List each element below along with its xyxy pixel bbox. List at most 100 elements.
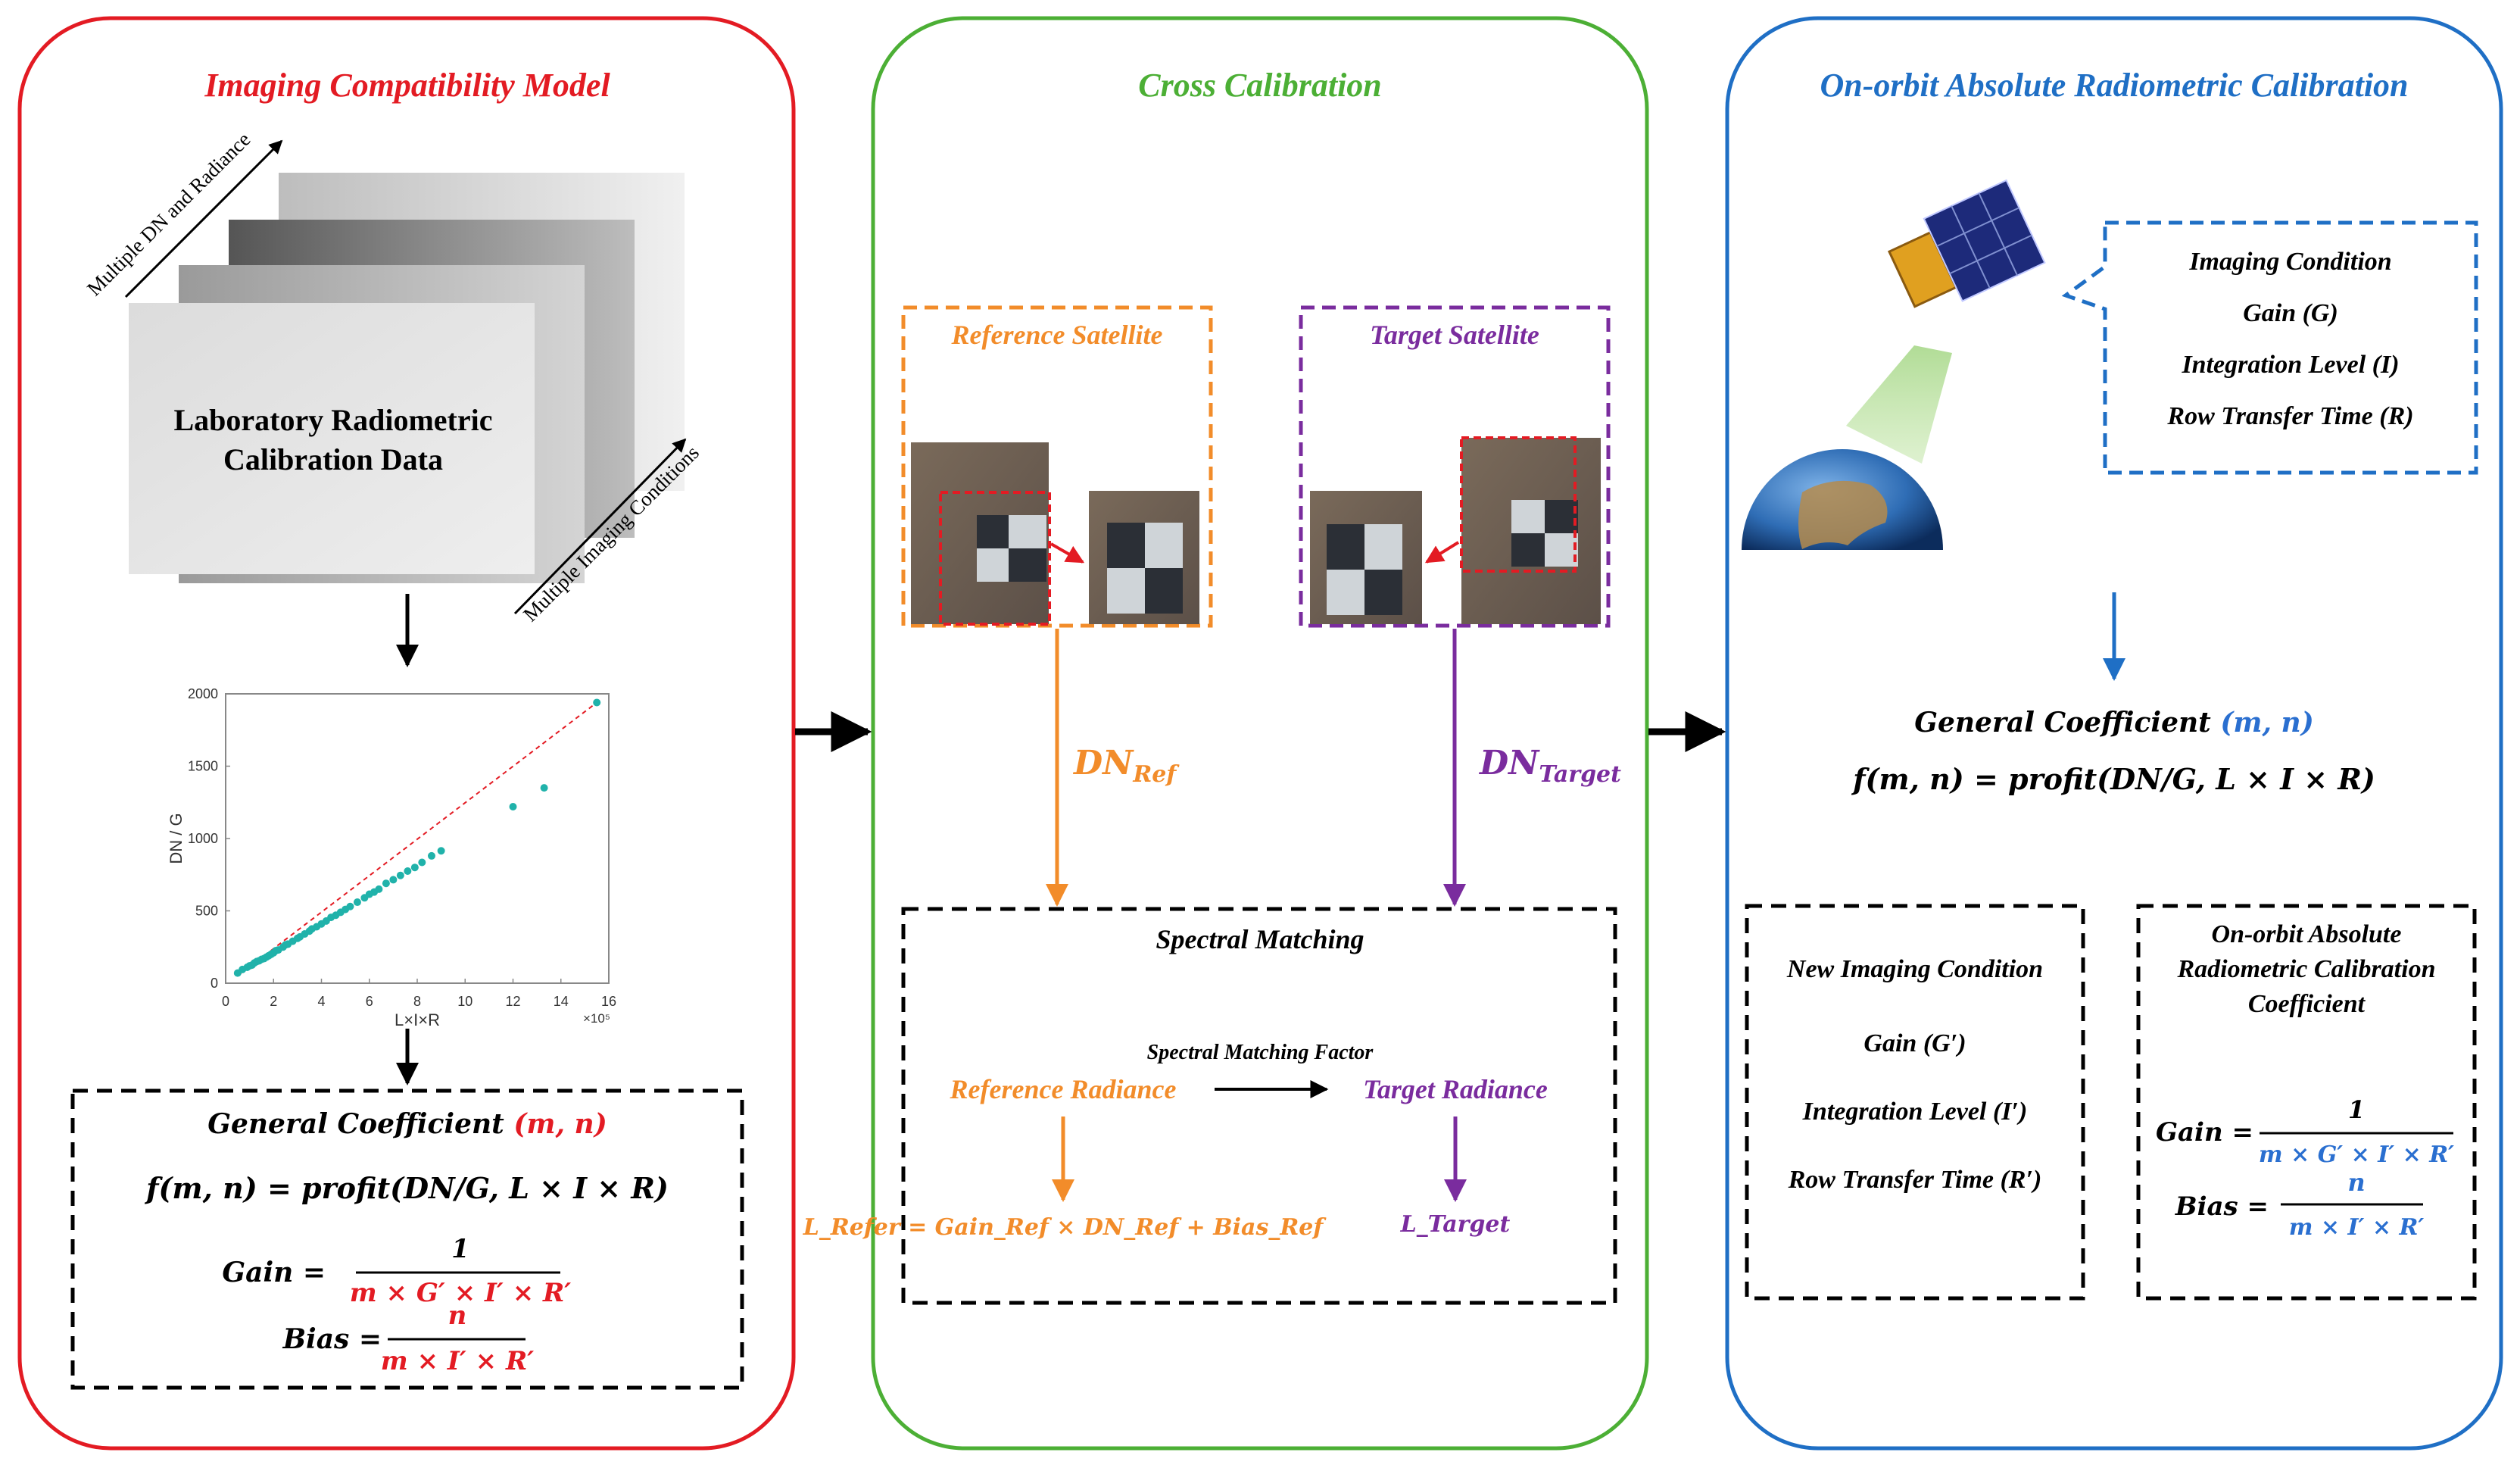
l-refer-formula: L_Refer = Gain_Ref × DN_Ref + Bias_Ref xyxy=(803,1214,1327,1241)
target-satellite-image xyxy=(1460,436,1601,624)
callout-frame xyxy=(2061,220,2478,475)
chart-x-exponent: ×10⁵ xyxy=(583,1011,610,1026)
stack-image-1 xyxy=(129,303,535,574)
new-imaging-condition-box: New Imaging Condition Gain (G′) Integrat… xyxy=(1745,904,2085,1301)
left-coefficient-frame xyxy=(70,1088,744,1390)
stack-label-line1: Laboratory Radiometric xyxy=(173,403,492,437)
fit-line xyxy=(237,701,597,977)
left-bias-denominator: m × I′ × R′ xyxy=(381,1346,534,1376)
new-condition-title: New Imaging Condition xyxy=(1786,955,2043,983)
chart-data-point xyxy=(418,858,426,867)
image-stack: Laboratory Radiometric Calibration Data xyxy=(129,173,685,583)
right-coef-formula: f(m, n) = profit(DN/G, L × I × R) xyxy=(1851,762,2375,796)
chart-data-point xyxy=(593,698,601,707)
scatter-chart: 0 2 4 6 8 10 12 14 16 0 500 1000 1500 2000 L×I×R ×10⁵… xyxy=(167,686,616,1029)
spectral-matching-box: Spectral Matching Spectral Matching Fact… xyxy=(803,907,1617,1305)
reference-satellite-box: Reference Satellite xyxy=(901,305,1213,628)
chart-y-tick-label: 1500 xyxy=(188,759,218,774)
chart-x-axis-label: L×I×R xyxy=(395,1010,440,1029)
imaging-condition-title: Imaging Condition xyxy=(2188,248,2391,276)
right-gain-numerator: 1 xyxy=(2348,1095,2365,1124)
chart-x-tick-label: 6 xyxy=(366,994,373,1009)
dn-radiance-axis-arrow xyxy=(124,139,283,298)
left-gain-numerator: 1 xyxy=(451,1234,469,1264)
chart-data-point xyxy=(346,902,354,910)
stack-label-line2: Calibration Data xyxy=(223,442,443,476)
left-panel-title: Imaging Compatibility Model xyxy=(204,67,610,104)
chart-data-point xyxy=(540,784,548,792)
reference-roi xyxy=(939,491,1051,626)
chart-data-point xyxy=(509,802,517,810)
chart-y-tick-label: 500 xyxy=(195,904,218,919)
spectral-matching-title: Spectral Matching xyxy=(1156,924,1364,954)
chart-y-tick-label: 0 xyxy=(211,976,218,991)
target-satellite-frame xyxy=(1299,305,1611,628)
middle-panel-title: Cross Calibration xyxy=(1138,67,1382,104)
sensor-beam xyxy=(1846,345,1952,464)
new-condition-integration: Integration Level (I′) xyxy=(1802,1098,2028,1126)
left-bias-label: Bias = xyxy=(282,1323,382,1355)
chart-y-axis-label: DN / G xyxy=(167,813,186,864)
left-bias-numerator: n xyxy=(448,1301,467,1331)
right-gain-label: Gain = xyxy=(2156,1117,2253,1148)
imaging-conditions-axis-arrow xyxy=(513,438,687,615)
left-coef-title: General Coefficient (m, n) xyxy=(207,1108,607,1140)
reference-satellite-image xyxy=(911,442,1051,626)
chart-x-tick-label: 8 xyxy=(413,994,421,1009)
right-panel xyxy=(1725,16,2503,1451)
new-condition-row-transfer: Row Transfer Time (R′) xyxy=(1788,1166,2042,1194)
left-gain-denominator: m × G′ × I′ × R′ xyxy=(350,1278,572,1308)
absolute-coefficient-frame xyxy=(2136,904,2477,1301)
chart-data-point xyxy=(396,871,404,879)
left-gain-label: Gain = xyxy=(222,1257,326,1288)
dn-ref-label: DNRef xyxy=(1072,744,1180,788)
abs-title-line1: On-orbit Absolute xyxy=(2212,920,2402,948)
chart-data-point xyxy=(382,879,390,888)
l-target-label: L_Target xyxy=(1400,1211,1511,1238)
left-coef-formula: f(m, n) = profit(DN/G, L × I × R) xyxy=(144,1171,669,1205)
chart-data-point xyxy=(404,867,412,875)
spectral-matching-factor-label: Spectral Matching Factor xyxy=(1147,1041,1374,1064)
middle-panel xyxy=(871,16,1649,1451)
imaging-condition-integration: Integration Level (I) xyxy=(2181,351,2399,379)
target-satellite-label: Target Satellite xyxy=(1370,320,1539,350)
left-panel xyxy=(17,16,796,1451)
target-zoom-image xyxy=(1310,491,1422,624)
chart-x-tick-label: 2 xyxy=(270,994,277,1009)
right-bias-denominator: m × I′ × R′ xyxy=(2289,1214,2425,1241)
right-panel-title: On-orbit Absolute Radiometric Calibratio… xyxy=(1820,67,2408,104)
abs-title-line3: Coefficient xyxy=(2248,990,2366,1018)
left-coefficient-box: General Coefficient (m, n) f(m, n) = pro… xyxy=(70,1088,744,1390)
chart-x-tick-label: 4 xyxy=(317,994,325,1009)
chart-data-point xyxy=(389,876,398,884)
chart-data-point xyxy=(353,898,361,907)
target-radiance-label: Target Radiance xyxy=(1363,1074,1548,1104)
imaging-condition-callout: Imaging Condition Gain (G) Integration L… xyxy=(2061,220,2478,475)
reference-zoom-arrow xyxy=(1050,542,1085,564)
reference-radiance-label: Reference Radiance xyxy=(950,1074,1177,1104)
chart-y-tick-label: 1000 xyxy=(188,831,218,846)
new-condition-gain: Gain (G′) xyxy=(1863,1029,1966,1057)
chart-x-tick-label: 0 xyxy=(222,994,229,1009)
target-satellite-box: Target Satellite xyxy=(1299,305,1611,628)
chart-data-point xyxy=(375,885,383,893)
absolute-coefficient-box: On-orbit Absolute Radiometric Calibratio… xyxy=(2136,904,2477,1301)
chart-x-tick-label: 10 xyxy=(457,994,472,1009)
chart-y-tick-label: 2000 xyxy=(188,686,218,701)
earth-satellite-illustration xyxy=(1742,179,2046,550)
imaging-condition-gain: Gain (G) xyxy=(2243,299,2338,327)
chart-data-point xyxy=(427,851,435,860)
dn-target-label: DNTarget xyxy=(1478,744,1621,788)
new-imaging-condition-frame xyxy=(1745,904,2085,1301)
chart-x-tick-label: 12 xyxy=(505,994,520,1009)
chart-data-point xyxy=(437,847,445,855)
chart-data-point xyxy=(410,864,419,872)
target-roi xyxy=(1460,436,1577,573)
right-bias-label: Bias = xyxy=(2175,1191,2269,1222)
abs-title-line2: Radiometric Calibration xyxy=(2177,955,2436,983)
target-zoom-arrow xyxy=(1424,541,1460,564)
chart-x-tick-label: 14 xyxy=(554,994,569,1009)
chart-x-tick-label: 16 xyxy=(601,994,616,1009)
imaging-condition-row-transfer: Row Transfer Time (R) xyxy=(2166,402,2413,430)
